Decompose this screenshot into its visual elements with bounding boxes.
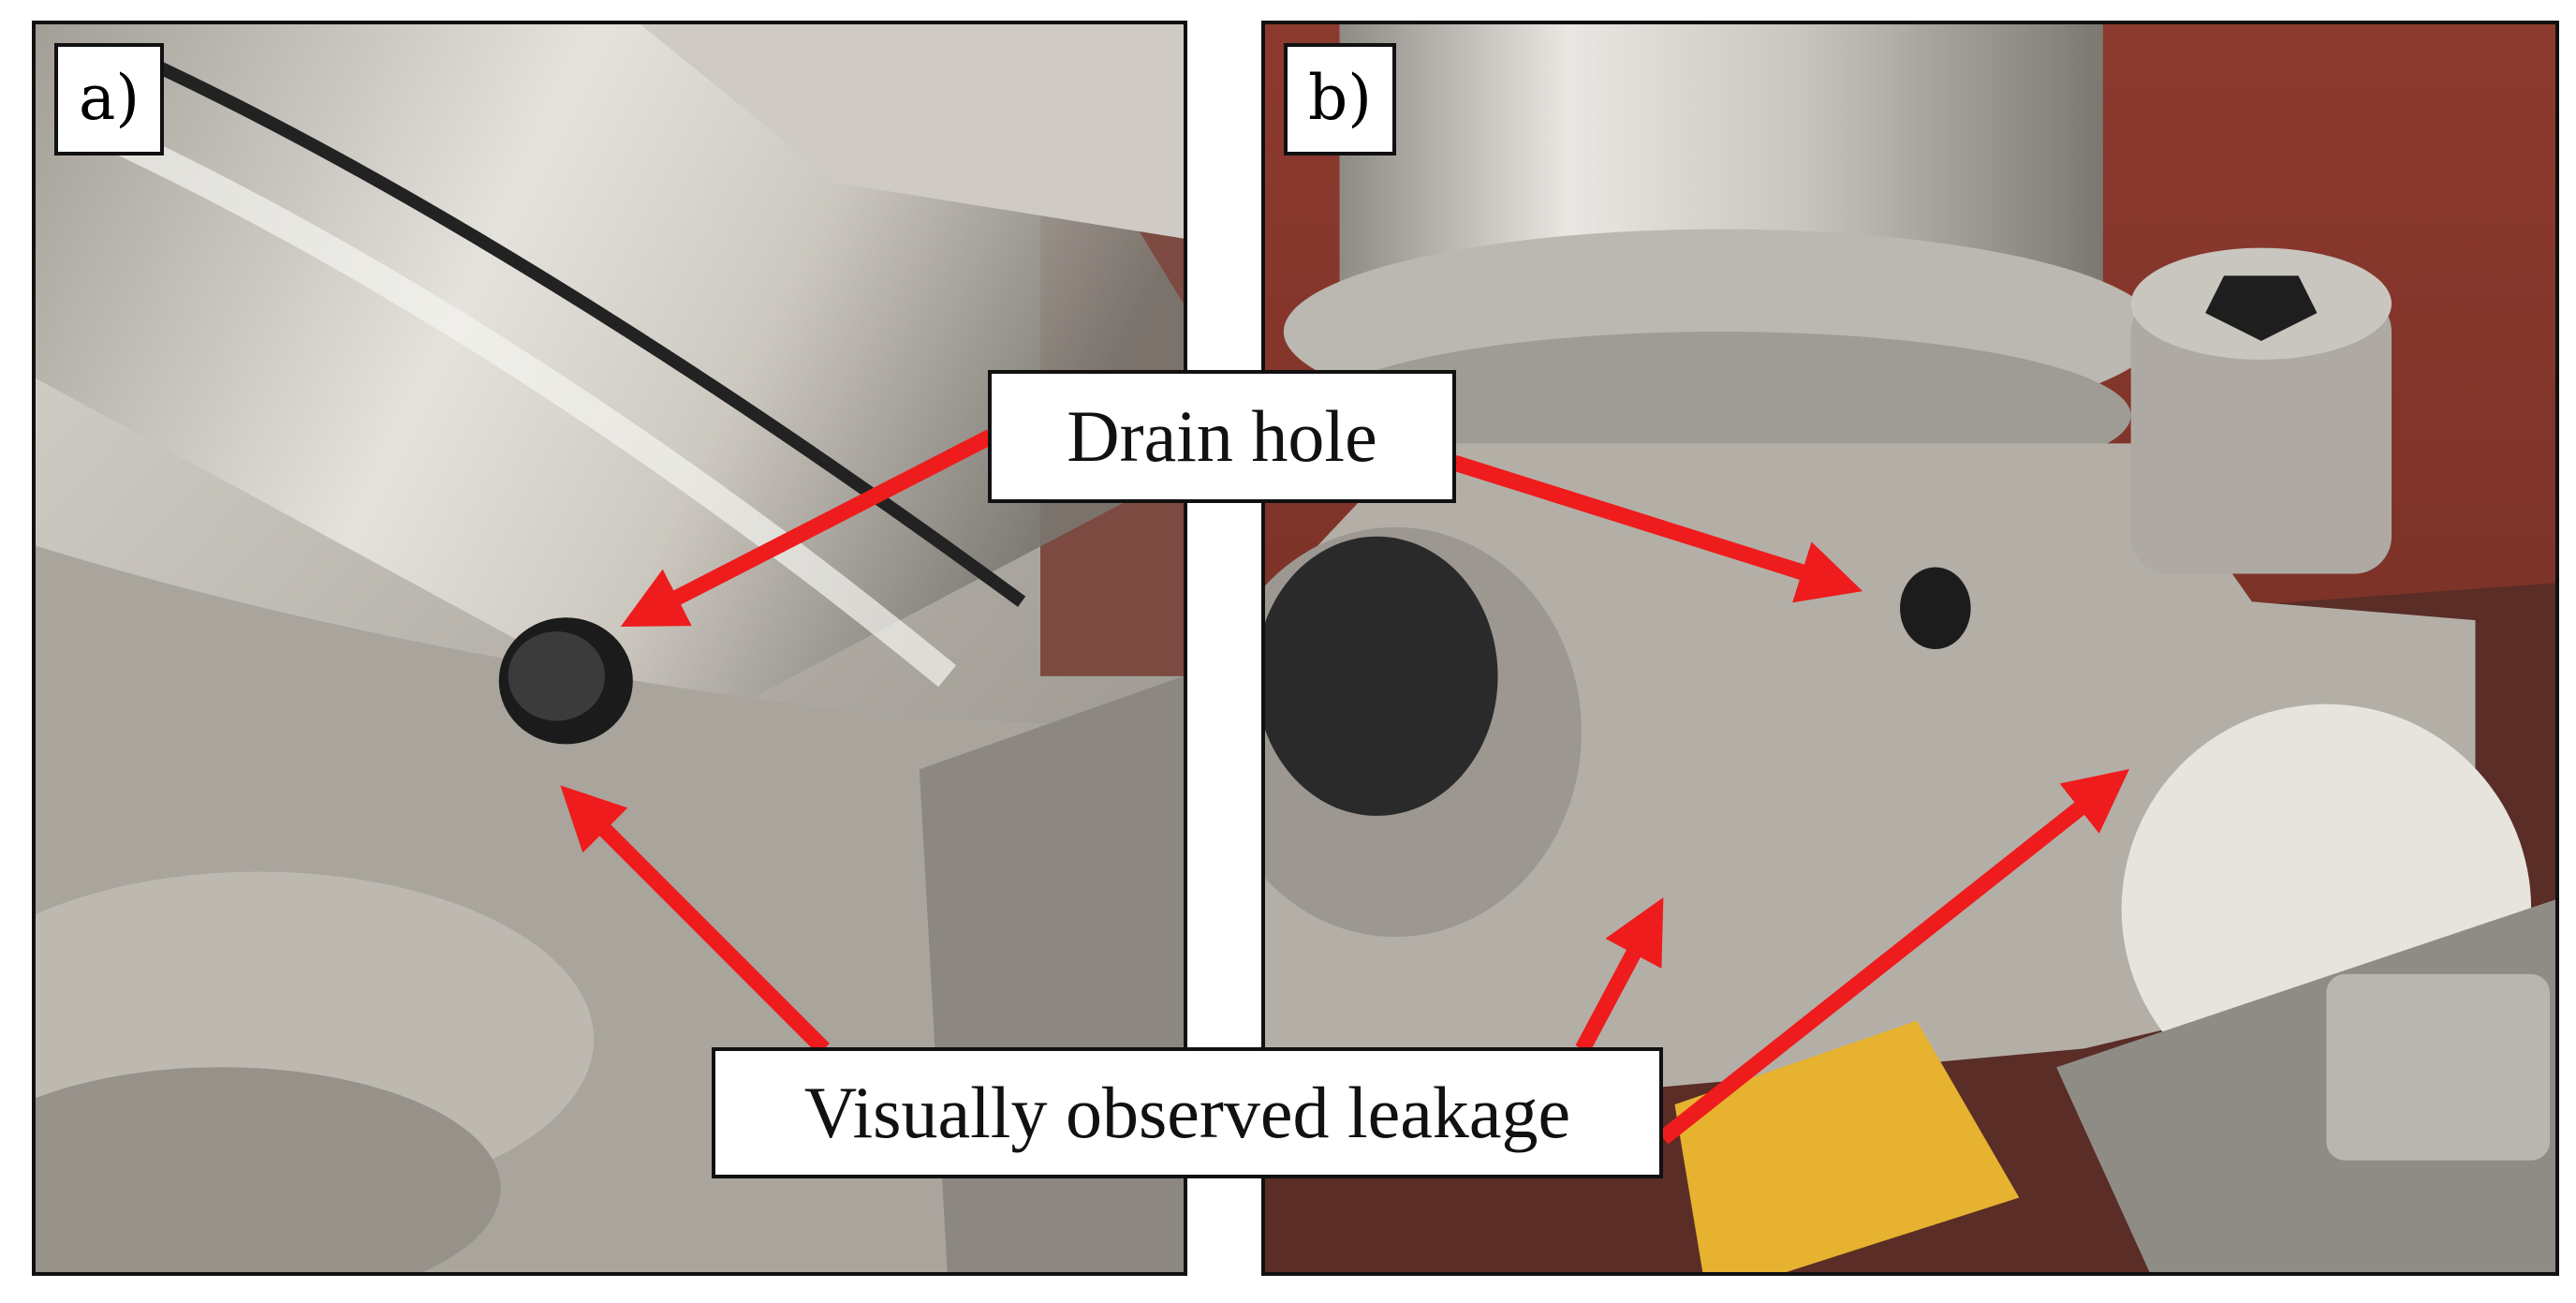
drain-hole-callout: Drain hole xyxy=(988,370,1456,503)
leakage-callout: Visually observed leakage xyxy=(712,1047,1663,1178)
panel-label-b: b) xyxy=(1284,43,1396,155)
panel-label-a: a) xyxy=(54,43,165,155)
